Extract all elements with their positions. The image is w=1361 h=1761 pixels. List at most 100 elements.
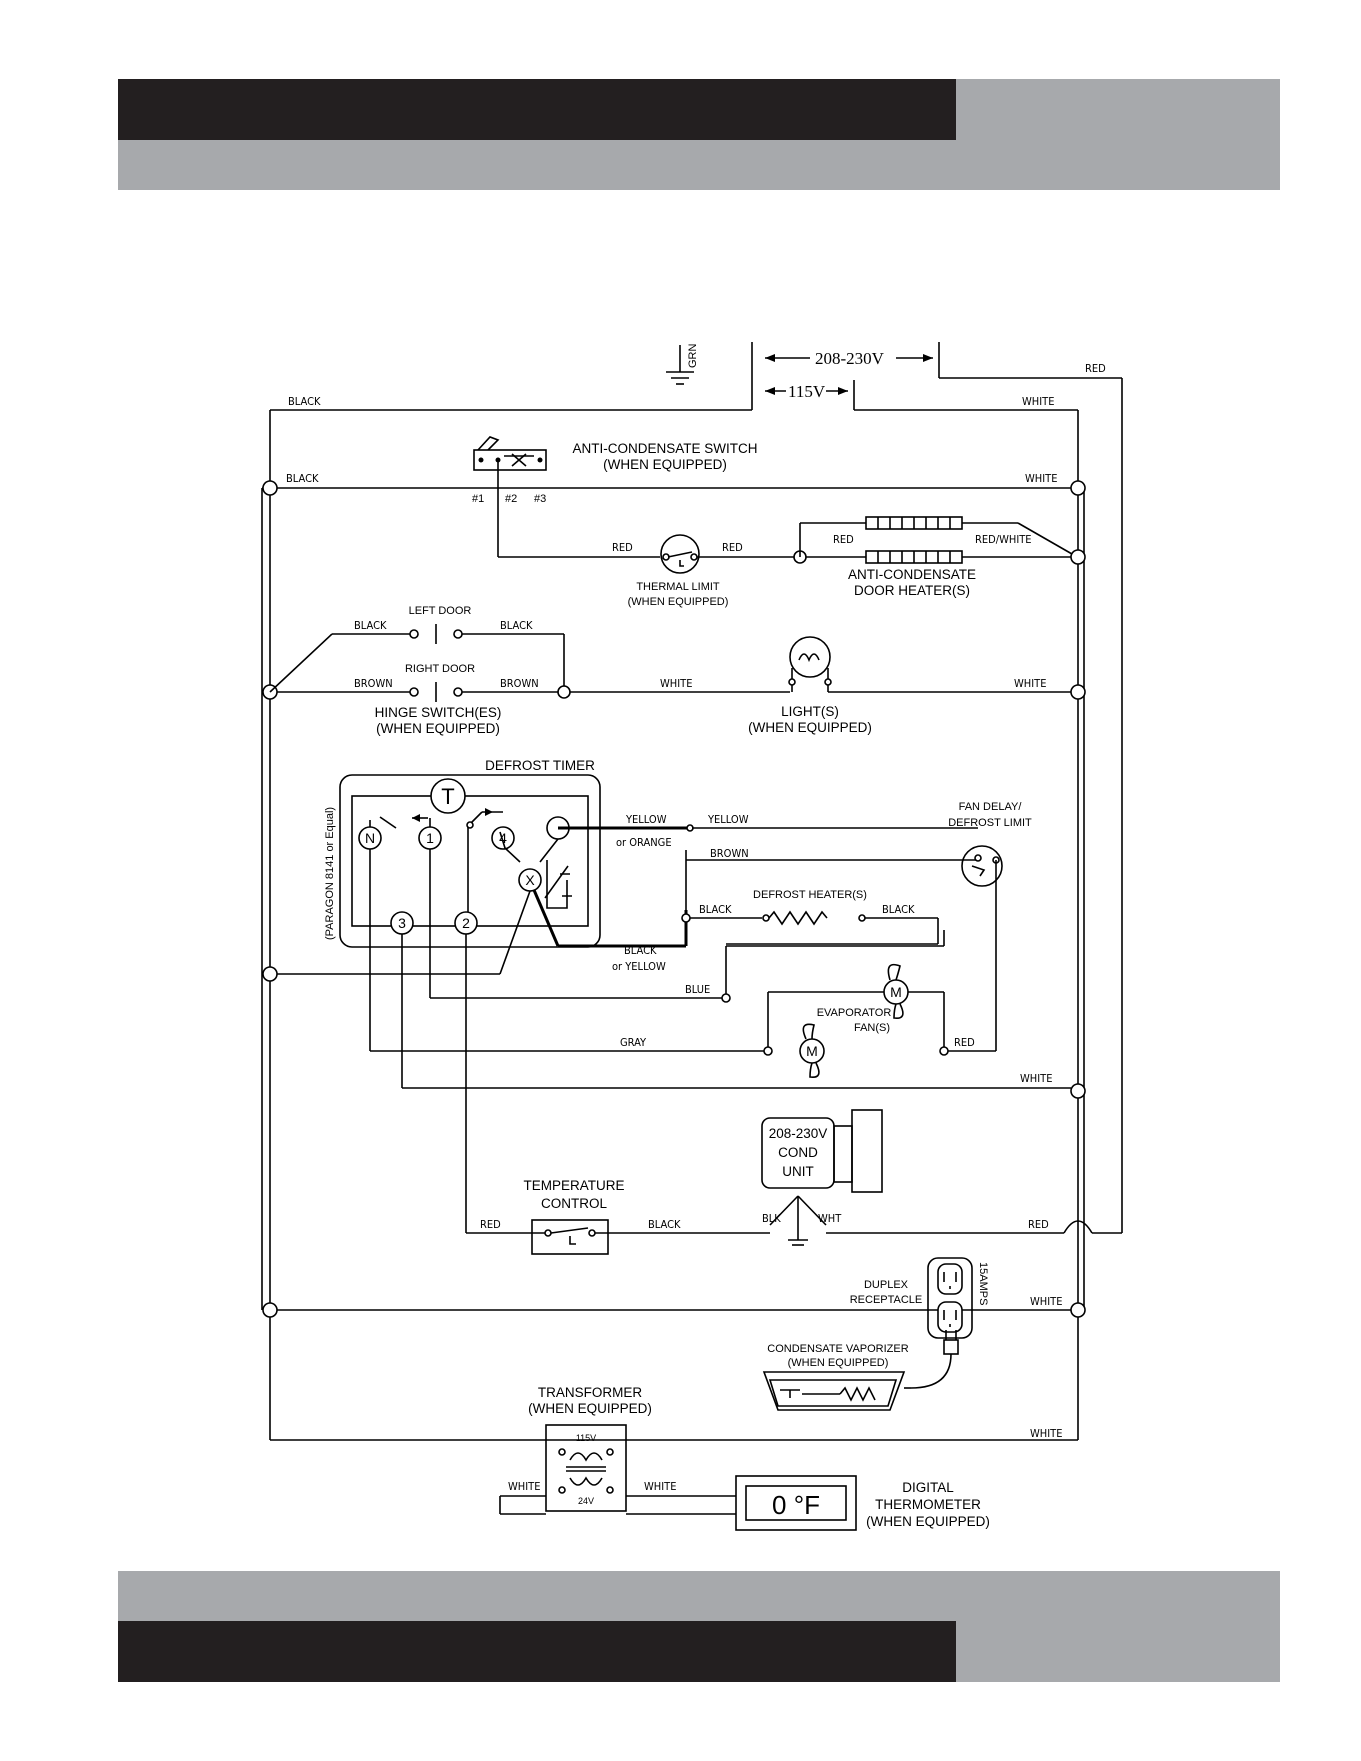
svg-text:N: N (365, 830, 375, 846)
svg-text:24V: 24V (578, 1496, 594, 1506)
svg-text:DUPLEX: DUPLEX (864, 1279, 909, 1291)
condensate-vaporizer: CONDENSATE VAPORIZER (WHEN EQUIPPED) (762, 1343, 911, 1411)
svg-text:LEFT DOOR: LEFT DOOR (409, 605, 472, 617)
svg-text:THERMAL LIMIT: THERMAL LIMIT (636, 581, 720, 593)
svg-text:(WHEN EQUIPPED): (WHEN EQUIPPED) (528, 1401, 652, 1416)
svg-text:0 °F: 0 °F (772, 1490, 820, 1520)
svg-text:DOOR HEATER(S): DOOR HEATER(S) (854, 583, 970, 598)
svg-text:3: 3 (398, 915, 406, 931)
svg-text:BLACK: BLACK (624, 944, 657, 957)
svg-text:BLACK: BLACK (354, 619, 387, 632)
svg-text:RIGHT DOOR: RIGHT DOOR (405, 663, 475, 675)
svg-text:WHITE: WHITE (660, 677, 692, 690)
footer-gray-tab (956, 1621, 1280, 1682)
label-115v: 115V (788, 382, 826, 401)
svg-text:COND: COND (778, 1145, 818, 1160)
svg-text:4: 4 (499, 830, 507, 846)
digital-thermometer: 0 °F DIGITAL THERMOMETER (WHEN EQUIPPED) (735, 1475, 990, 1531)
svg-text:T: T (441, 784, 454, 809)
svg-text:M: M (890, 984, 902, 1000)
svg-text:EVAPORATOR: EVAPORATOR (817, 1007, 892, 1019)
hinge-switches: BLACK BLACK BROWN BROWN LEFT DOOR RIGHT … (269, 605, 790, 736)
svg-text:DEFROST TIMER: DEFROST TIMER (485, 758, 595, 773)
svg-text:BROWN: BROWN (500, 677, 539, 690)
svg-text:#2: #2 (505, 493, 517, 505)
svg-text:FAN DELAY/: FAN DELAY/ (959, 801, 1023, 813)
heater-ticks (877, 517, 951, 563)
svg-text:RED: RED (1028, 1218, 1049, 1231)
svg-text:1: 1 (426, 830, 434, 846)
svg-text:M: M (806, 1043, 818, 1059)
svg-text:YELLOW: YELLOW (707, 813, 749, 826)
svg-text:BROWN: BROWN (354, 677, 393, 690)
svg-text:2: 2 (462, 915, 470, 931)
svg-text:YELLOW: YELLOW (625, 813, 667, 826)
svg-text:WHITE: WHITE (644, 1480, 676, 1493)
svg-text:(WHEN EQUIPPED): (WHEN EQUIPPED) (748, 720, 872, 735)
svg-text:RED: RED (722, 541, 743, 554)
fan-delay-limit: FAN DELAY/ DEFROST LIMIT RED (944, 801, 1032, 1052)
light: WHITE WHITE LIGHT(S) (WHEN EQUIPPED) (660, 636, 1071, 735)
svg-text:WHT: WHT (818, 1212, 842, 1225)
svg-text:BLACK: BLACK (648, 1218, 681, 1231)
svg-text:BLACK: BLACK (286, 472, 319, 485)
label-208-230v: 208-230V (815, 349, 885, 368)
svg-text:CONTROL: CONTROL (541, 1196, 607, 1211)
temperature-control: RED BLACK RED TEMPERATURE CONTROL (466, 1178, 1122, 1255)
door-heaters: RED RED/WHITE ANTI-CONDENSATE DOOR HEATE… (799, 516, 1073, 598)
svg-text:THERMOMETER: THERMOMETER (875, 1497, 981, 1512)
voltage-arrows: 208-230V 115V (765, 349, 933, 401)
svg-text:WHITE: WHITE (1030, 1295, 1062, 1308)
header-gray-tab (956, 79, 1280, 140)
svg-text:208-230V: 208-230V (769, 1126, 828, 1141)
svg-text:BLACK: BLACK (500, 619, 533, 632)
defrost-timer: DEFROST TIMER (PARAGON 8141 or Equal) T … (324, 758, 601, 948)
svg-text:RED: RED (480, 1218, 501, 1231)
svg-text:#3: #3 (534, 493, 546, 505)
svg-text:RED: RED (1085, 362, 1106, 375)
defrost-heater: BLACK BLACK DEFROST HEATER(S) (681, 889, 939, 945)
duplex-receptacle: WHITE DUPLEX RECEPTACLE 15AMPS (277, 1257, 1071, 1389)
svg-text:LIGHT(S): LIGHT(S) (781, 704, 839, 719)
svg-text:or YELLOW: or YELLOW (612, 960, 666, 973)
svg-text:WHITE: WHITE (1022, 395, 1054, 408)
svg-text:(WHEN EQUIPPED): (WHEN EQUIPPED) (376, 721, 500, 736)
svg-text:RED/WHITE: RED/WHITE (975, 533, 1032, 546)
transformer: 115V 24V TRANSFORMER (WHEN EQUIPPED) WHI… (499, 1385, 736, 1515)
svg-text:115V: 115V (576, 1433, 596, 1443)
svg-text:WHITE: WHITE (1025, 472, 1057, 485)
buses (261, 342, 1123, 1441)
header-gray-bar (118, 140, 1280, 190)
svg-text:(WHEN EQUIPPED): (WHEN EQUIPPED) (603, 457, 727, 472)
svg-text:GRN: GRN (687, 344, 699, 369)
condensing-unit: 208-230V COND UNIT BLK WHT (761, 1109, 883, 1246)
footer-gray-bar (118, 1571, 1280, 1621)
svg-text:WHITE: WHITE (1030, 1427, 1062, 1440)
thermal-limit-row: RED RED THERMAL LIMIT (WHEN EQUIPPED) (498, 534, 807, 608)
svg-text:15AMPS: 15AMPS (977, 1262, 989, 1305)
svg-text:TRANSFORMER: TRANSFORMER (538, 1385, 643, 1400)
svg-text:#1: #1 (472, 493, 484, 505)
svg-text:DEFROST HEATER(S): DEFROST HEATER(S) (753, 889, 867, 901)
svg-text:(WHEN EQUIPPED): (WHEN EQUIPPED) (628, 596, 729, 608)
svg-text:GRAY: GRAY (620, 1036, 647, 1049)
svg-text:BLACK: BLACK (699, 903, 732, 916)
svg-text:BROWN: BROWN (710, 847, 749, 860)
svg-text:RED: RED (612, 541, 633, 554)
svg-text:DIGITAL: DIGITAL (902, 1480, 954, 1495)
svg-text:DEFROST LIMIT: DEFROST LIMIT (948, 817, 1032, 829)
svg-text:RECEPTACLE: RECEPTACLE (850, 1294, 923, 1306)
svg-text:WHITE: WHITE (1020, 1072, 1052, 1085)
svg-text:or ORANGE: or ORANGE (616, 836, 672, 849)
svg-text:BLK: BLK (762, 1212, 781, 1225)
svg-text:FAN(S): FAN(S) (854, 1022, 890, 1034)
svg-text:UNIT: UNIT (782, 1164, 814, 1179)
header-dark-bar (118, 79, 956, 140)
ground-symbol: GRN (666, 344, 699, 385)
svg-text:(WHEN EQUIPPED): (WHEN EQUIPPED) (788, 1357, 889, 1369)
svg-text:BLACK: BLACK (288, 395, 321, 408)
svg-text:TEMPERATURE: TEMPERATURE (523, 1178, 624, 1193)
footer-dark-bar (118, 1621, 956, 1682)
svg-text:HINGE SWITCH(ES): HINGE SWITCH(ES) (375, 705, 502, 720)
